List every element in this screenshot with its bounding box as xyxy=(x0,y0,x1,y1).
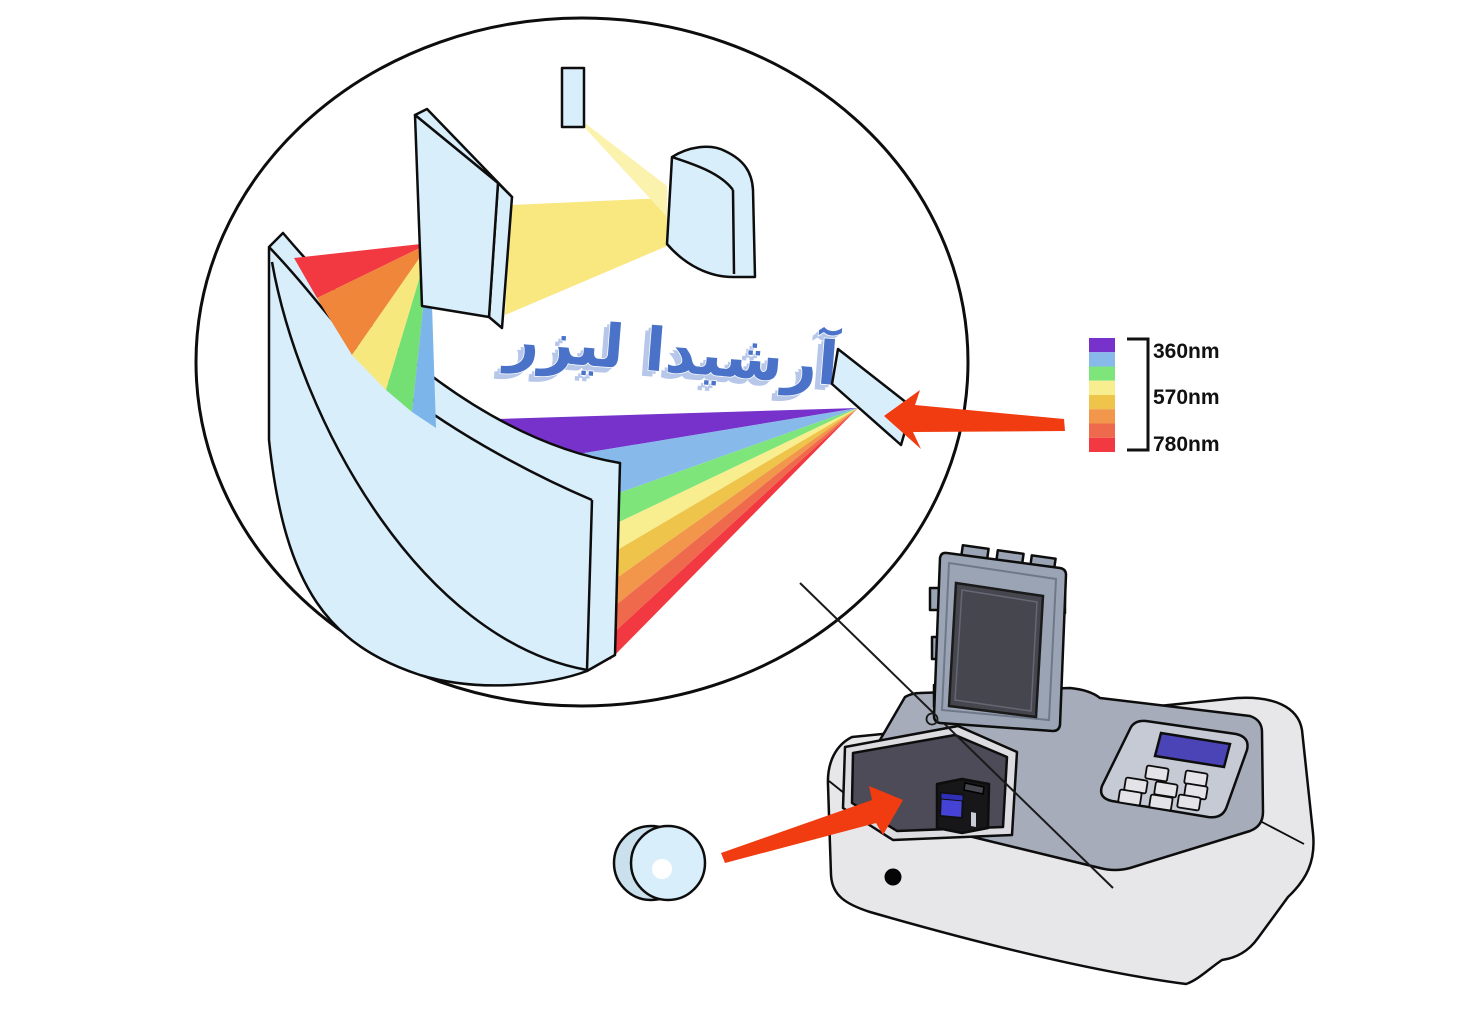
concave-mirror-end-edge xyxy=(585,499,594,671)
lens-highlight xyxy=(652,859,672,879)
spectrum-band xyxy=(608,408,858,660)
holder-slot xyxy=(971,812,976,827)
colorbar-swatch xyxy=(1089,352,1115,367)
red-arrow-exit-slit-icon xyxy=(884,390,1065,449)
cuvette-holder xyxy=(935,777,991,835)
callout-line xyxy=(799,582,1114,889)
entrance-slit xyxy=(560,66,586,129)
watermark-text: آرشیدا لیزر آرشیدا لیزر آرشیدا لیزر xyxy=(493,300,843,406)
keypad xyxy=(1117,764,1209,812)
spectrum-band xyxy=(592,408,858,562)
wavelength-colorbar xyxy=(1089,338,1115,452)
collimating-mirror xyxy=(665,145,757,279)
control-panel xyxy=(1099,719,1249,819)
red-arrow-compartment-icon xyxy=(721,786,903,863)
lid-inner-frame xyxy=(940,561,1058,722)
spectrum-band xyxy=(294,243,430,298)
holder-hole xyxy=(963,782,985,795)
lid-window xyxy=(947,581,1045,719)
concave-mirror-bottom-edge xyxy=(270,261,588,672)
colorbar-swatch xyxy=(1089,437,1115,452)
spectrum-band xyxy=(597,408,858,589)
device-lid xyxy=(925,543,1068,733)
colorbar-swatch xyxy=(1089,366,1115,381)
legend-bracket xyxy=(1127,337,1150,452)
lid-pin xyxy=(925,712,939,726)
spectrum-band xyxy=(386,243,430,412)
spectrum-band xyxy=(352,243,430,390)
diffraction-grating xyxy=(413,107,514,330)
collimating-mirror-arch xyxy=(671,155,735,191)
lcd-display xyxy=(1153,731,1232,769)
legend-label-360nm: 360nm xyxy=(1153,340,1220,363)
spectrum-band xyxy=(317,243,430,355)
colorbar-swatch xyxy=(1089,395,1115,410)
collimating-mirror-edge xyxy=(731,189,736,275)
colorbar-swatch xyxy=(1089,338,1115,353)
colorbar-swatch xyxy=(1089,380,1115,395)
front-hole xyxy=(884,868,902,886)
colorbar-swatch xyxy=(1089,423,1115,438)
keypad-button xyxy=(1148,793,1174,812)
spectrum-band xyxy=(601,408,858,614)
beam-from-slit xyxy=(577,117,667,217)
wavelength-legend: 360nm 570nm 780nm xyxy=(1089,337,1220,456)
spectrum-band xyxy=(605,408,858,638)
legend-label-570nm: 570nm xyxy=(1153,386,1220,409)
keypad-button xyxy=(1144,764,1170,783)
grating-face xyxy=(413,113,500,319)
spectrophotometer-device xyxy=(799,543,1315,986)
cuvette-lip xyxy=(940,792,964,802)
colorbar-swatch xyxy=(1089,409,1115,424)
keypad-button xyxy=(1176,793,1202,812)
device-seam-right xyxy=(1261,821,1305,845)
lens-icon xyxy=(612,824,707,902)
lid-window-inner-line xyxy=(954,589,1038,712)
spectrum-band xyxy=(585,408,858,535)
beam-to-grating xyxy=(505,198,667,315)
keypad-button xyxy=(1117,788,1143,807)
legend-label-780nm: 780nm xyxy=(1153,433,1220,456)
collimating-mirror-body xyxy=(665,145,757,279)
